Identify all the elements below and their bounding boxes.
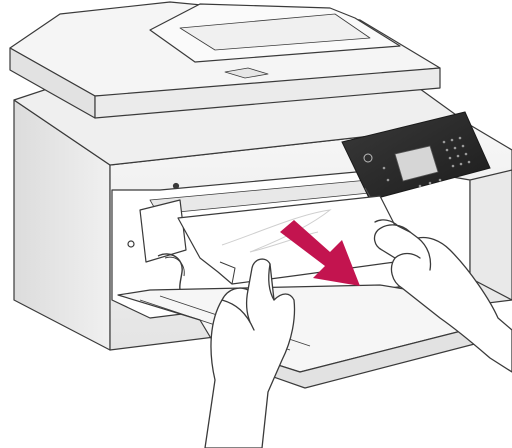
printer-illustration	[0, 0, 512, 448]
paper-jam-illustration	[0, 0, 512, 448]
